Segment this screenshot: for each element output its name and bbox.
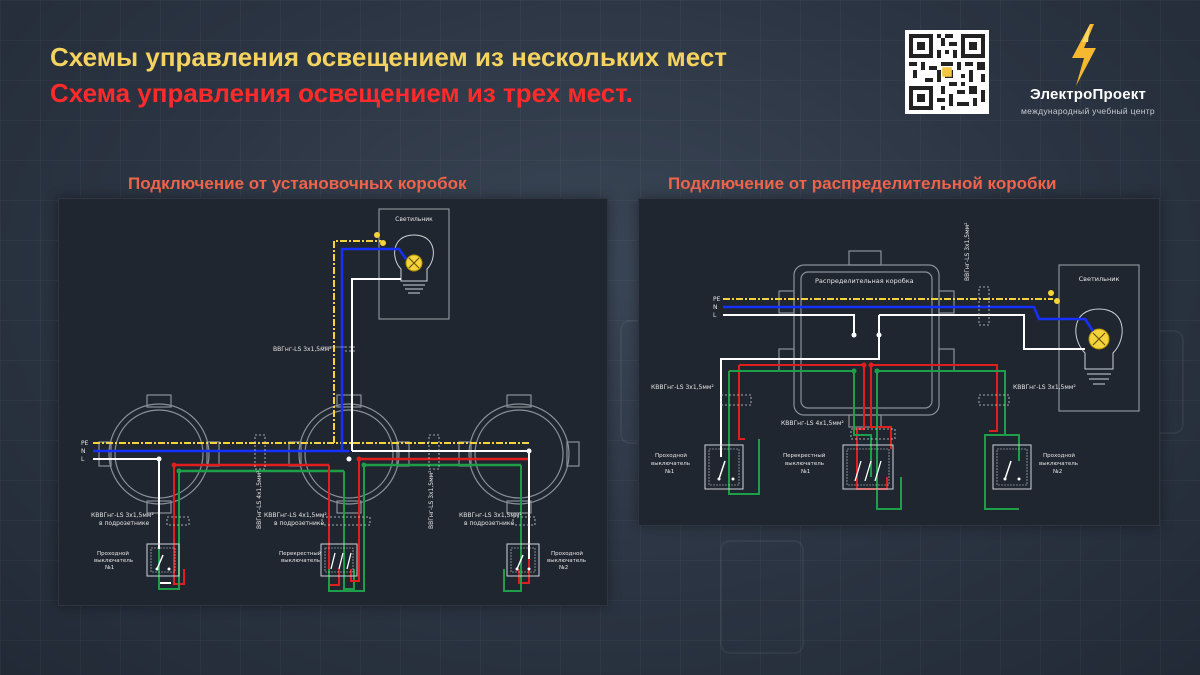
cross-switch-right (842, 444, 894, 490)
right-diagram-panel: Распределительная коробка Светильник PE … (638, 198, 1160, 526)
switch2-label-2: выключатель (547, 558, 586, 564)
l-label: L (81, 456, 85, 463)
brand-subtitle: международный учебный центр (1021, 106, 1155, 116)
left-section-title: Подключение от установочных коробок (128, 174, 467, 193)
neutral-wire-right (723, 305, 1095, 332)
page-title: Схемы управления освещением из нескольки… (50, 42, 728, 72)
pe-label-right: PE (713, 296, 721, 303)
qr-code-icon (905, 30, 989, 114)
cable-label-mid-vertical-1: ВВГнг-LS 4х1,5мм² (256, 470, 263, 529)
pass-through-switch-2-right (992, 444, 1032, 490)
switch2-number: №2 (559, 565, 568, 571)
cable-note-mid: в подрозетнике (274, 520, 324, 527)
switch2-label: Проходной (551, 550, 583, 557)
lamp-box (378, 208, 450, 320)
switch1-label-2-right: выключатель (651, 461, 690, 467)
pe-riser (333, 240, 381, 443)
cross-switch-label-right: Перекрестный (783, 452, 826, 459)
n-label-right: N (713, 304, 718, 311)
line-riser (351, 278, 401, 451)
switch1-label-2: выключатель (94, 558, 133, 564)
cross-switch-label: Перекрестный (279, 550, 322, 557)
cable-note-left: в подрозетнике (99, 520, 149, 527)
left-wiring-diagram: Светильник PE N L ВВГнг-LS 3х1,5мм² КВВГ… (81, 208, 586, 592)
cable-note-right: в подрозетнике (464, 520, 514, 527)
cable-label-left-right: КВВГнг-LS 3х1,5мм² (651, 384, 714, 391)
lamp-label: Светильник (395, 216, 433, 223)
right-wiring-diagram: Распределительная коробка Светильник PE … (651, 222, 1140, 510)
switch2-label-2-right: выключатель (1039, 461, 1078, 467)
distribution-box-label: Распределительная коробка (815, 277, 914, 285)
cable-label-top: ВВГнг-LS 3х1,5мм² (964, 222, 971, 281)
l-label-right: L (713, 312, 717, 319)
cable-label-mid: КВВГнг-LS 4х1,5мм² (264, 512, 327, 519)
cable-label-left: КВВГнг-LS 3х1,5мм² (91, 512, 154, 519)
lamp-box-right (1058, 264, 1140, 412)
pe-label: PE (81, 440, 89, 447)
cable-label-right-right: КВВГнг-LS 3х1,5мм² (1013, 384, 1076, 391)
switch1-number: №1 (105, 565, 114, 571)
page-subtitle: Схема управления освещением из трех мест… (50, 78, 633, 108)
lamp-icon (1075, 308, 1123, 385)
junction-box-2 (288, 394, 410, 514)
right-section-title: Подключение от распределительной коробки (668, 174, 1057, 193)
cross-switch (320, 543, 358, 577)
pass-through-switch-2 (506, 543, 540, 577)
pass-through-switch-1-right (704, 444, 744, 490)
left-diagram-panel: Светильник PE N L ВВГнг-LS 3х1,5мм² КВВГ… (58, 198, 608, 606)
cross-switch-number-right: №1 (801, 469, 810, 475)
brand-name: ЭлектроПроект (1029, 86, 1147, 103)
junction-box-3 (458, 394, 580, 514)
switch2-number-right: №2 (1053, 469, 1062, 475)
cable-label-vertical: ВВГнг-LS 3х1,5мм² (273, 346, 332, 353)
switch2-label-right: Проходной (1043, 452, 1075, 459)
pass-through-switch-1 (146, 543, 180, 577)
n-label: N (81, 448, 86, 455)
cable-label-mid-right: КВВГнг-LS 4х1,5мм² (781, 420, 844, 427)
cross-switch-label-2-right: выключатель (785, 461, 824, 467)
cable-label-right: КВВГнг-LS 3х1,5мм² (459, 512, 522, 519)
cross-switch-label-2: выключатель (281, 558, 320, 564)
switch1-label-right: Проходной (655, 452, 687, 459)
lightning-bolt-icon (1072, 24, 1096, 86)
cable-label-mid-vertical-2: ВВГнг-LS 3х1,5мм² (428, 470, 435, 529)
line-wire-right (723, 314, 855, 335)
background-decoration (720, 540, 804, 654)
lamp-label-right: Светильник (1079, 275, 1120, 283)
switch1-label: Проходной (97, 550, 129, 557)
switch1-number-right: №1 (665, 469, 674, 475)
lamp-icon (394, 234, 434, 294)
neutral-riser (340, 247, 408, 451)
junction-boxes (98, 394, 580, 514)
